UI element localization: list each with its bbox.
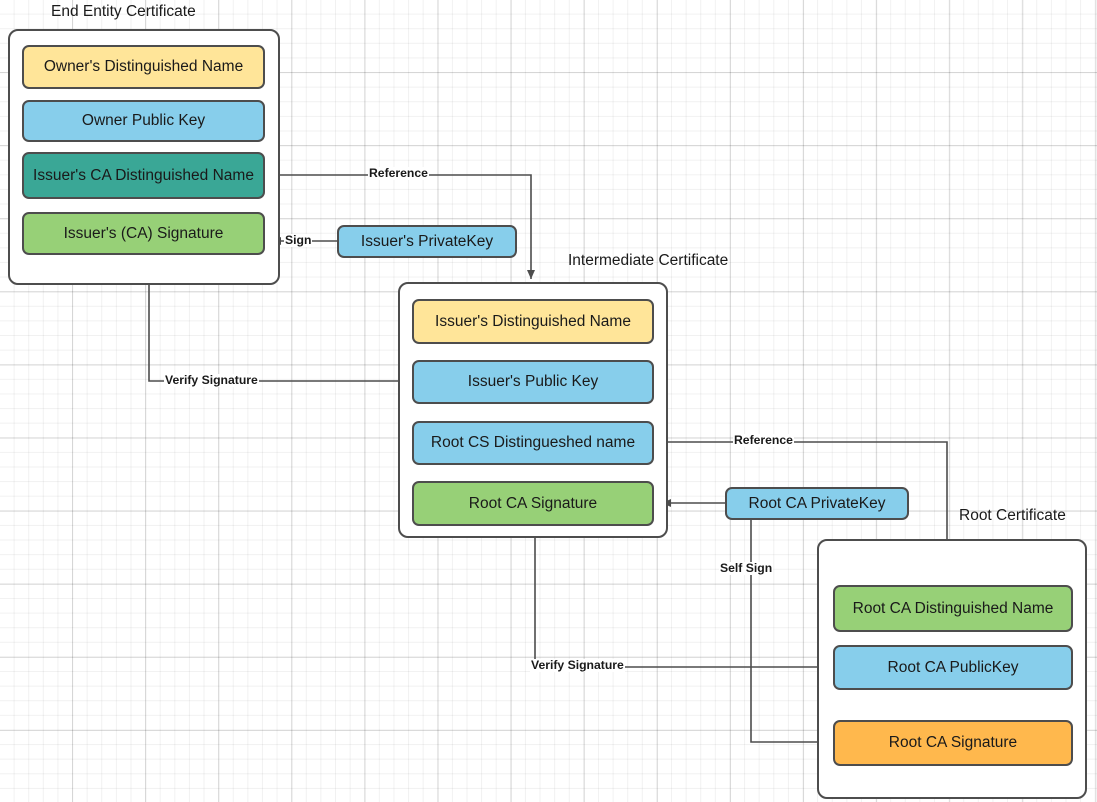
- edge-verify-1: [145, 272, 412, 382]
- root-row-root-ca-distinguished-name[interactable]: Root CA Distinguished Name: [833, 585, 1073, 632]
- end-entity-certificate-title: End Entity Certificate: [51, 3, 196, 20]
- edge-label-verify-2: Verify Signature: [530, 658, 625, 672]
- edge-label-sign-1: Sign: [284, 233, 313, 247]
- edge-label-verify-1: Verify Signature: [164, 373, 259, 387]
- root-ca-private-key-box[interactable]: Root CA PrivateKey: [725, 487, 909, 520]
- edge-label-reference-1: Reference: [368, 166, 429, 180]
- edge-self-sign: [750, 520, 826, 746]
- edge-verify-2: [531, 528, 833, 668]
- edge-label-reference-2: Reference: [733, 433, 794, 447]
- issuer-private-key-box[interactable]: Issuer's PrivateKey: [337, 225, 517, 258]
- intermediate-row-root-ca-signature[interactable]: Root CA Signature: [412, 481, 654, 526]
- intermediate-certificate-title: Intermediate Certificate: [568, 252, 729, 269]
- root-row-root-ca-public-key[interactable]: Root CA PublicKey: [833, 645, 1073, 690]
- end-entity-row-issuer-ca-distinguished-name[interactable]: Issuer's CA Distinguished Name: [22, 152, 265, 199]
- edge-label-self-sign: Self Sign: [719, 561, 774, 575]
- intermediate-row-issuer-distinguished-name[interactable]: Issuer's Distinguished Name: [412, 299, 654, 344]
- end-entity-row-owner-distinguished-name[interactable]: Owner's Distinguished Name: [22, 45, 265, 89]
- root-certificate-title: Root Certificate: [959, 507, 1066, 524]
- intermediate-row-issuer-public-key[interactable]: Issuer's Public Key: [412, 360, 654, 404]
- root-row-root-ca-signature[interactable]: Root CA Signature: [833, 720, 1073, 766]
- end-entity-row-issuer-ca-signature[interactable]: Issuer's (CA) Signature: [22, 212, 265, 255]
- end-entity-row-owner-public-key[interactable]: Owner Public Key: [22, 100, 265, 142]
- intermediate-row-root-cs-distinguished-name[interactable]: Root CS Distingueshed name: [412, 421, 654, 465]
